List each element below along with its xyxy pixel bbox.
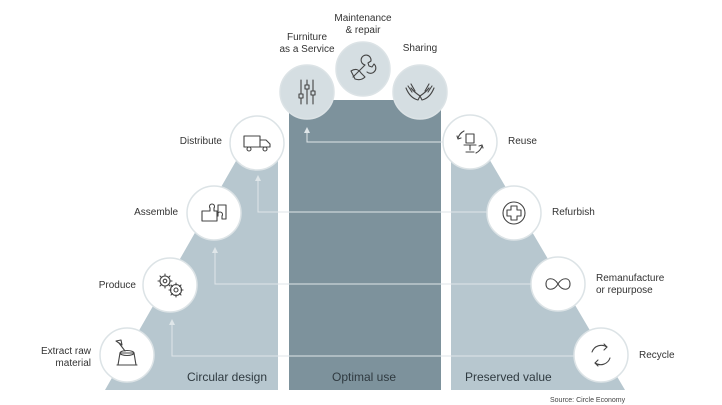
sliders-icon	[298, 79, 316, 105]
gears-icon	[157, 273, 184, 298]
section-preserved-value: Preserved value	[465, 370, 552, 384]
arrow-remanufacture-to-produce	[212, 247, 560, 285]
infinity-icon	[545, 278, 571, 290]
label-reuse: Reuse	[508, 136, 537, 147]
label-recycle: Recycle	[639, 350, 675, 361]
top-step-circle-2	[335, 41, 391, 97]
label-furniture-as-a-service: Furniture as a Service	[279, 32, 335, 55]
label-assemble: Assemble	[134, 207, 178, 218]
source-note: Source: Circle Economy	[550, 397, 626, 404]
optimal-use-band	[289, 100, 441, 390]
arrow-refurbish-to-assemble	[255, 175, 515, 213]
feedback-arrows	[169, 127, 600, 357]
right-step-circle-1	[442, 114, 498, 170]
label-distribute: Distribute	[179, 136, 222, 147]
section-optimal-use: Optimal use	[332, 370, 397, 384]
right-step-circle-2	[486, 185, 542, 241]
arrow-reuse-to-center	[304, 127, 470, 143]
left-step-circle-3	[186, 185, 242, 241]
wrench-hand-icon	[350, 54, 377, 81]
label-extract-raw-material: Extract raw material	[40, 346, 91, 369]
label-maintenance-repair: Maintenance & repair	[334, 13, 392, 36]
left-step-circle-4	[229, 115, 285, 171]
recycle-arrows-icon	[591, 343, 611, 367]
right-step-circle-4	[573, 327, 629, 383]
open-hands-icon	[405, 83, 435, 101]
left-step-circle-2	[142, 257, 198, 313]
label-produce: Produce	[98, 280, 136, 291]
label-remanufacture-or-repurpose: Remanufacture or repurpose	[596, 273, 665, 296]
tree-stump-axe-icon	[115, 339, 138, 366]
top-step-circle-3	[392, 64, 448, 120]
arrow-recycle-to-extract	[169, 319, 600, 357]
section-circular-design: Circular design	[187, 370, 268, 384]
plus-cross-icon	[502, 201, 526, 225]
truck-icon	[243, 135, 271, 152]
chair-cycle-icon	[456, 130, 484, 154]
label-sharing: Sharing	[402, 43, 438, 54]
label-refurbish: Refurbish	[552, 207, 595, 218]
puzzle-icon	[201, 203, 227, 222]
